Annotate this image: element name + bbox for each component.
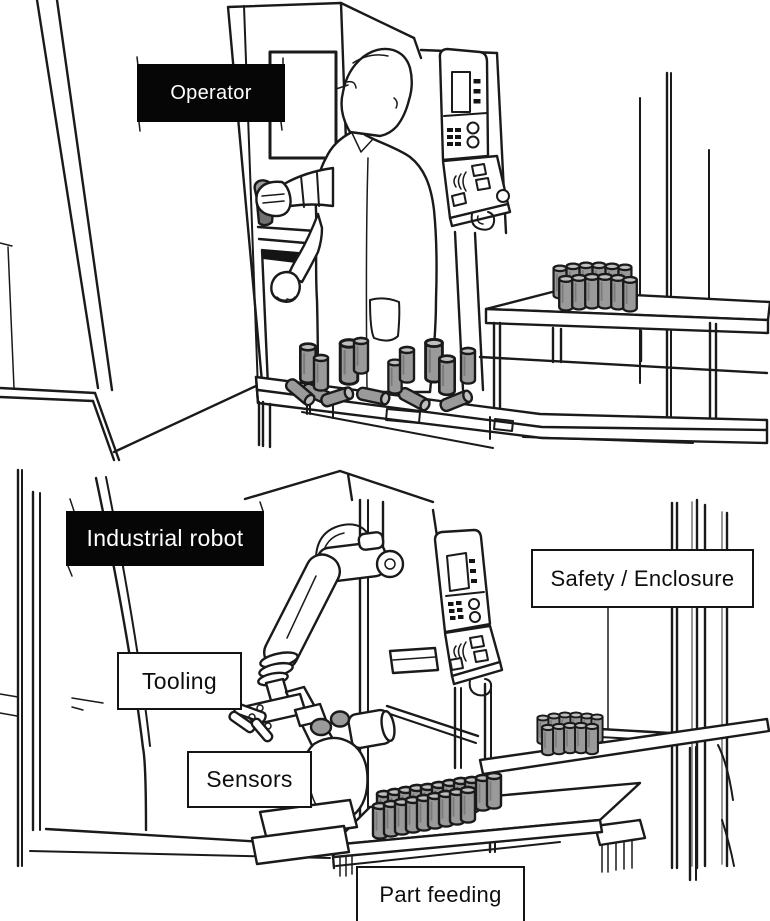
robot-cell-scene [0,468,770,882]
sorted-parts-cluster-top [552,261,638,313]
label-tooling: Tooling [117,652,242,710]
teach-pendant-top [438,47,512,231]
robot-label-ticks [67,498,264,711]
industrial-robot-figure [228,523,405,866]
teach-pendant-bottom [433,528,504,697]
sorted-parts-cluster-bottom [536,711,604,757]
operator-figure [253,47,438,394]
label-industrial-robot: Industrial robot [66,511,264,566]
label-safety-enclosure: Safety / Enclosure [531,549,754,608]
label-sensors: Sensors [187,751,312,808]
workbench-top [254,375,769,449]
label-operator: Operator [137,64,285,122]
label-part-feeding: Part feeding [356,866,525,921]
manual-cell-scene [0,0,770,462]
